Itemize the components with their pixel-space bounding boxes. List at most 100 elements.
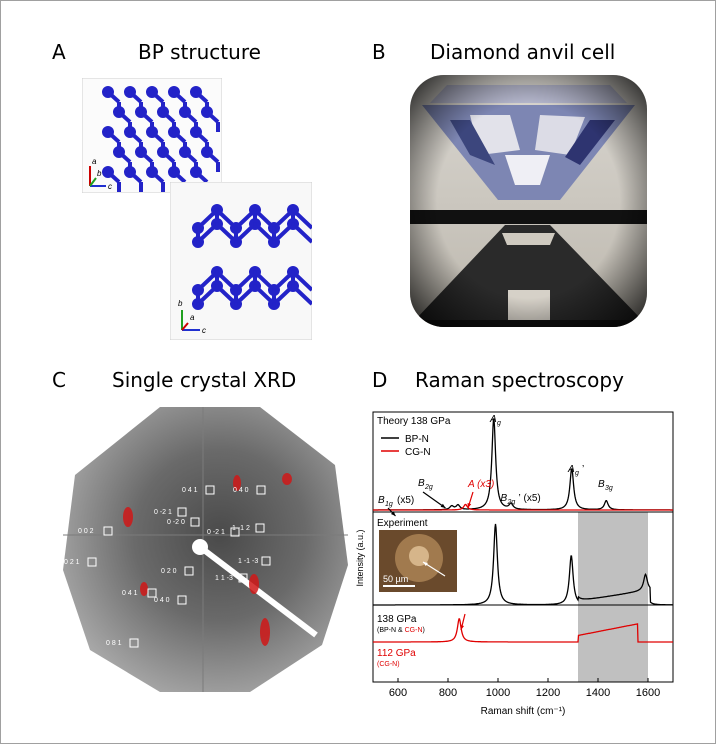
plot-frame xyxy=(372,411,674,683)
atom xyxy=(168,166,180,178)
atom xyxy=(146,166,158,178)
reflection-label: 1 -1 2 xyxy=(232,525,250,532)
theory-cg-n-line xyxy=(373,503,673,511)
atom xyxy=(268,222,280,234)
axis-c-label-2: c xyxy=(202,326,206,335)
atom xyxy=(211,280,223,292)
peak-label-b1g: B xyxy=(378,495,385,506)
reflection-box xyxy=(87,557,97,567)
reflection-label: 0 4 0 xyxy=(233,487,249,494)
atom xyxy=(287,218,299,230)
reflection-box xyxy=(261,556,271,566)
reflection-label: 0 8 1 xyxy=(106,640,122,647)
x-tick-label: 1400 xyxy=(586,687,610,699)
atom xyxy=(157,106,169,118)
axis-triad-bottom: b a c xyxy=(178,299,206,335)
reflection-label: 0 0 2 xyxy=(78,528,94,535)
peak-label-b2g-prime-mark: ’ xyxy=(519,493,521,504)
atom xyxy=(113,106,125,118)
x-tick-label: 800 xyxy=(439,687,457,699)
axis-triad-top: a b c xyxy=(89,157,112,191)
atom xyxy=(146,86,158,98)
reflection-box xyxy=(177,595,187,605)
panel-d-letter: D xyxy=(372,368,388,392)
atom xyxy=(157,146,169,158)
x-tick-label: 600 xyxy=(389,687,407,699)
arrow-112gpa-head xyxy=(460,625,465,630)
reflection-label: 0 -2 0 xyxy=(167,519,185,526)
reflection-box xyxy=(103,526,113,536)
peak-label-b2g-sub: 2g xyxy=(424,484,433,491)
peak-label-ag-prime-sub: g xyxy=(575,470,579,477)
legend-label: BP-N xyxy=(405,434,429,445)
axis-c-label: c xyxy=(108,182,112,191)
panel-d-title: Raman spectroscopy xyxy=(415,368,624,392)
arrow-b1g-head xyxy=(390,511,396,516)
atom xyxy=(249,266,261,278)
inset-arrow-head xyxy=(423,562,428,567)
atom xyxy=(287,266,299,278)
reflection-box xyxy=(190,517,200,527)
atom xyxy=(190,126,202,138)
atom xyxy=(211,266,223,278)
arrow-b2g-head xyxy=(440,503,446,508)
atom xyxy=(268,236,280,248)
reflection-box xyxy=(238,573,248,583)
reflection-label: 0 2 0 xyxy=(161,568,177,575)
theory-label: Theory 138 GPa xyxy=(377,416,451,427)
atom xyxy=(168,86,180,98)
reflection-label: 1 -1 -3 xyxy=(238,558,258,565)
peak-label-ag: A xyxy=(489,414,497,425)
atom xyxy=(249,218,261,230)
atom xyxy=(102,126,114,138)
reflection-box xyxy=(256,485,266,495)
axis-b-label-2: b xyxy=(178,299,183,308)
panel-b-letter: B xyxy=(372,40,386,64)
spectrum-112gpa-line xyxy=(373,618,673,643)
atom xyxy=(287,204,299,216)
atom xyxy=(124,86,136,98)
atom xyxy=(192,284,204,296)
axis-a-label-2: a xyxy=(190,313,195,322)
x-tick-label: 1600 xyxy=(636,687,660,699)
atom xyxy=(211,218,223,230)
atom xyxy=(201,146,213,158)
atom xyxy=(102,166,114,178)
label-112gpa: 112 GPa xyxy=(377,648,416,659)
label-138gpa-sub-c: ) xyxy=(423,627,425,634)
reflection-label: 0 2 1 xyxy=(64,559,80,566)
atom xyxy=(268,298,280,310)
reflection-label: 0 -2 1 xyxy=(154,509,172,516)
atom xyxy=(168,126,180,138)
experiment-label: Experiment xyxy=(377,518,428,529)
atom xyxy=(135,146,147,158)
peak-label-b2g-prime-sub: 2g xyxy=(507,499,516,506)
atom xyxy=(230,236,242,248)
peak-label-b3g-sub: 3g xyxy=(605,485,613,492)
peak-label-b2g-prime: B xyxy=(501,493,508,504)
atom xyxy=(190,86,202,98)
axis-b-label: b xyxy=(97,169,102,178)
atom xyxy=(192,298,204,310)
atom xyxy=(211,204,223,216)
atom xyxy=(230,284,242,296)
label-138gpa-sub-a: (BP-N & xyxy=(377,627,405,634)
peak-label-a-cg: A (x3) xyxy=(467,479,494,490)
label-138gpa-sub: (BP-N & CG-N) xyxy=(377,627,425,634)
atom xyxy=(113,146,125,158)
experiment-138gpa-line xyxy=(373,523,673,606)
atom xyxy=(249,204,261,216)
x-tick-label: 1200 xyxy=(536,687,560,699)
arrow-a-cg-head xyxy=(467,503,472,508)
atom xyxy=(230,222,242,234)
bp-structure-side-view: b a c xyxy=(170,182,312,340)
axis-a-label: a xyxy=(92,157,97,166)
atom xyxy=(249,280,261,292)
reflection-box xyxy=(177,507,187,517)
atom xyxy=(124,166,136,178)
label-112gpa-sub: (CG-N) xyxy=(377,661,400,668)
label-138gpa-sub-b: CG-N xyxy=(405,627,423,634)
label-138gpa: 138 GPa xyxy=(377,614,417,625)
reflection-label: 0 4 0 xyxy=(154,597,170,604)
